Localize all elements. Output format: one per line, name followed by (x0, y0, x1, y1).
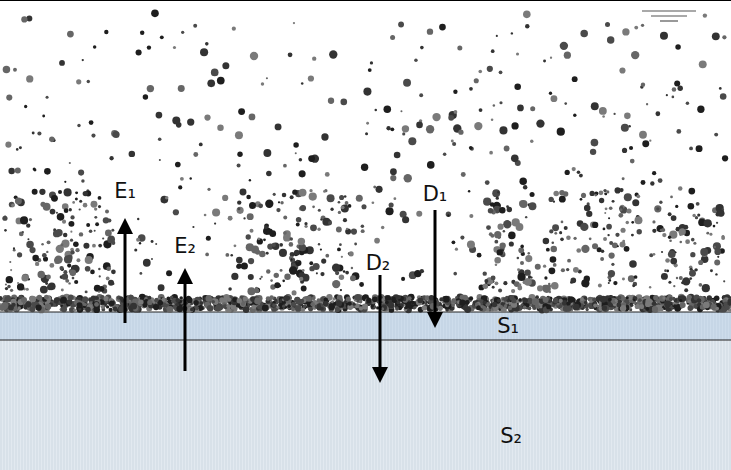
flux-label: E₁ (114, 181, 136, 202)
flux-arrow (117, 218, 133, 323)
flux-label: D₁ (423, 184, 448, 205)
flux-arrows (117, 210, 443, 383)
flux-label: E₂ (174, 236, 196, 257)
lower-bed-band (0, 340, 731, 470)
layer-line (0, 340, 731, 341)
flux-arrow (372, 275, 388, 383)
bed-layer-band: S₂ (0, 340, 731, 470)
upper-bed-band (0, 312, 731, 340)
flux-arrow (427, 210, 443, 328)
flux-label: D₂ (366, 253, 391, 274)
layer-label: S₂ (500, 426, 522, 447)
top-border (0, 0, 731, 1)
bed-particle-layer (0, 294, 731, 314)
flux-arrow (177, 268, 193, 371)
particles (2, 10, 728, 296)
water-surface-symbol (642, 11, 696, 21)
bed-layer-band: S₁ (0, 312, 731, 340)
layer-label: S₁ (497, 316, 519, 337)
